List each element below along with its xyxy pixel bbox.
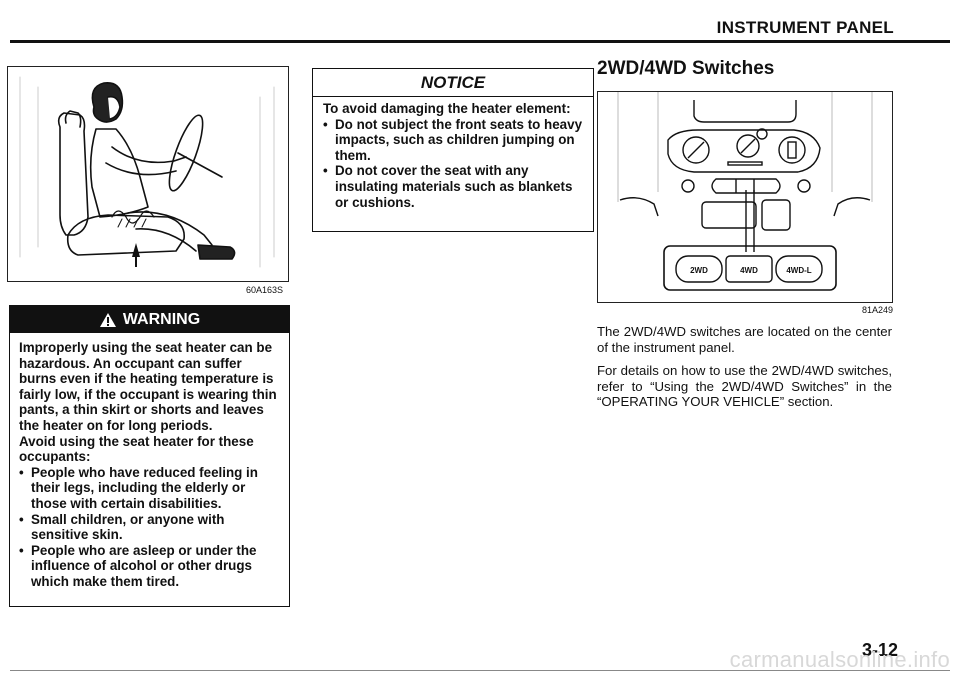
switch-label-2wd: 2WD xyxy=(690,266,708,275)
switch-label-4wd-l: 4WD-L xyxy=(786,266,811,275)
notice-bullet: •Do not subject the front seats to heavy… xyxy=(323,117,585,164)
page-number: 3-12 xyxy=(862,640,899,660)
notice-bullet: •Do not cover the seat with any insulati… xyxy=(323,163,585,210)
switches-figure: 2WD 4WD 4WD-L xyxy=(597,91,893,303)
warning-triangle-icon xyxy=(99,312,116,327)
notice-lead: To avoid damaging the heater element: xyxy=(323,101,571,116)
notice-heading: NOTICE xyxy=(313,69,593,97)
warning-intro: Improperly using the seat heater can be … xyxy=(19,340,277,433)
section-paragraph-1: The 2WD/4WD switches are located on the … xyxy=(597,324,892,355)
notice-bullet-text: Do not subject the front seats to heavy … xyxy=(335,116,583,163)
warning-heading: WARNING xyxy=(122,310,201,328)
warning-box: WARNING Improperly using the seat heater… xyxy=(9,305,290,607)
switch-label-4wd: 4WD xyxy=(740,266,758,275)
notice-box: NOTICE To avoid damaging the heater elem… xyxy=(312,68,594,232)
warning-bullet-text: People who are asleep or under the influ… xyxy=(31,542,257,589)
warning-bullet-text: Small children, or anyone with sensitive… xyxy=(31,511,225,543)
section-paragraph-2: For details on how to use the 2WD/4WD sw… xyxy=(597,363,892,409)
header-rule xyxy=(10,40,950,43)
notice-bullet-text: Do not cover the seat with any insulatin… xyxy=(335,163,573,210)
warning-body: Improperly using the seat heater can be … xyxy=(10,333,289,590)
seat-figure-caption: 60A163S xyxy=(246,285,284,295)
seat-heater-figure xyxy=(7,66,289,282)
switches-figure-caption: 81A249 xyxy=(862,305,894,315)
notice-body: To avoid damaging the heater element: •D… xyxy=(313,97,593,210)
warning-bullet: •Small children, or anyone with sensitiv… xyxy=(19,512,281,543)
watermark: carmanualsonline.info xyxy=(729,647,950,672)
warning-bullet: •People who have reduced feeling in thei… xyxy=(19,465,281,512)
warning-lead: Avoid using the seat heater for these oc… xyxy=(19,433,254,465)
section-title: 2WD/4WD Switches xyxy=(597,58,775,79)
warning-bullet-text: People who have reduced feeling in their… xyxy=(31,464,258,511)
footer-rule xyxy=(10,670,950,671)
warning-bullet: •People who are asleep or under the infl… xyxy=(19,543,281,590)
dashboard-switch-illustration-icon: 2WD 4WD 4WD-L xyxy=(617,92,873,291)
seat-heater-illustration-icon xyxy=(19,76,275,268)
warning-header: WARNING xyxy=(10,306,289,333)
page-header-title: INSTRUMENT PANEL xyxy=(716,18,894,37)
